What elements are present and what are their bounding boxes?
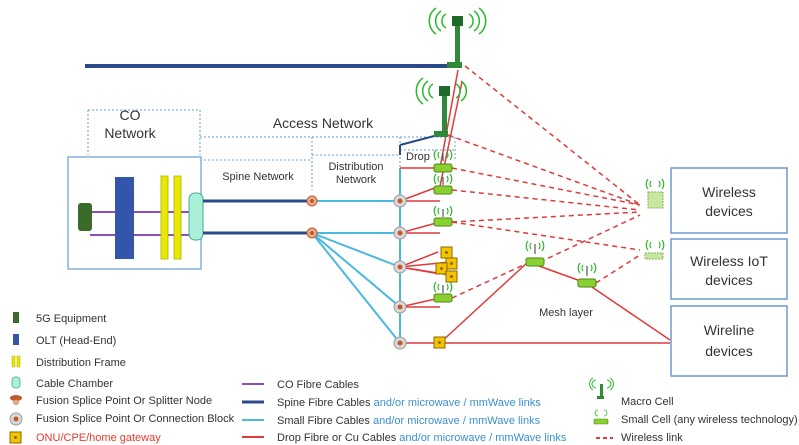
dimension-lines [87, 109, 456, 190]
spine-network-label: Spine Network [222, 171, 294, 183]
distribution-frame-2 [173, 175, 182, 260]
iot-device-icon [644, 252, 664, 260]
legend-5g-label: 5G Equipment [36, 313, 106, 325]
onu-cpe-centers [438, 251, 453, 344]
macro-cell-middle [415, 77, 468, 137]
iot-devices-label-2: devices [705, 272, 752, 288]
wireless-devices-label-2: devices [705, 203, 752, 219]
spine-to-macro-2b [399, 134, 439, 146]
legend-5g-swatch [13, 312, 19, 323]
legend-splitter-swatch [10, 395, 22, 401]
legend-small-fibre-label: Small Fibre Cables and/or microwave / mm… [277, 415, 541, 427]
connection-blocks [393, 194, 407, 350]
small-cells [433, 163, 597, 303]
legend-small-cell-label: Small Cell (any wireless technology) [621, 414, 798, 426]
wireless-iot-devices-box: Wireless IoT devices [670, 238, 788, 300]
small-cell-signal-icons [433, 149, 665, 293]
wireless-device-icon [647, 191, 664, 209]
wireline-devices-label-1: Wireline [704, 322, 755, 338]
legend-olt-swatch [13, 334, 19, 345]
co-network-label-2: Network [104, 125, 156, 141]
legend-right: Macro Cell Small Cell (any wireless tech… [589, 377, 798, 444]
wireless-devices-box: Wireless devices [670, 167, 788, 234]
legend-olt-label: OLT (Head-End) [36, 335, 116, 347]
legend-chamber-label: Cable Chamber [36, 378, 113, 390]
distribution-network-label-1: Distribution [328, 161, 383, 173]
iot-devices-label-1: Wireless IoT [690, 253, 768, 269]
legend-co-fibre-label: CO Fibre Cables [277, 379, 359, 391]
legend-connection-block-label: Fusion Splice Point Or Connection Block [36, 413, 235, 425]
legend-spine-fibre-label: Spine Fibre Cables and/or microwave / mm… [277, 397, 541, 409]
macro-cell-top [428, 7, 487, 68]
cable-chamber [188, 192, 204, 241]
access-network-label: Access Network [273, 115, 374, 131]
legend-frame-swatch-a [11, 355, 16, 368]
splitter-nodes [306, 195, 318, 239]
legend-small-cell-icon [593, 409, 609, 425]
co-network-label-1: CO [120, 107, 141, 123]
legend-macro-cell-icon [589, 377, 614, 399]
mesh-layer-label: Mesh layer [539, 307, 593, 319]
legend-left: 5G Equipment OLT (Head-End) Distribution… [9, 312, 235, 444]
legend-drop-cable-label: Drop Fibre or Cu Cables and/or microwave… [277, 432, 567, 444]
legend-splitter-label: Fusion Splice Point Or Splitter Node [36, 395, 212, 407]
wireline-devices-box: Wireline devices [670, 305, 788, 377]
legend-frame-swatch-b [16, 355, 21, 368]
legend-onu-label: ONU/CPE/home gateway [36, 432, 161, 444]
legend-macro-cell-label: Macro Cell [621, 396, 674, 408]
distribution-frame-1 [160, 175, 169, 260]
legend-wireless-link-label: Wireless link [621, 432, 683, 444]
wireless-devices-label-1: Wireless [702, 184, 756, 200]
distribution-network-label-2: Network [336, 174, 377, 186]
legend-chamber-swatch [11, 376, 21, 389]
drop-label: Drop [406, 151, 430, 163]
legend-middle: CO Fibre Cables Spine Fibre Cables and/o… [242, 379, 567, 444]
olt-head-end [115, 177, 134, 259]
wireline-devices-label-2: devices [705, 343, 752, 359]
small-fibre-cables [311, 168, 401, 344]
wireless-links [447, 65, 641, 299]
5g-equipment [78, 203, 92, 231]
legend-frame-label: Distribution Frame [36, 357, 126, 369]
